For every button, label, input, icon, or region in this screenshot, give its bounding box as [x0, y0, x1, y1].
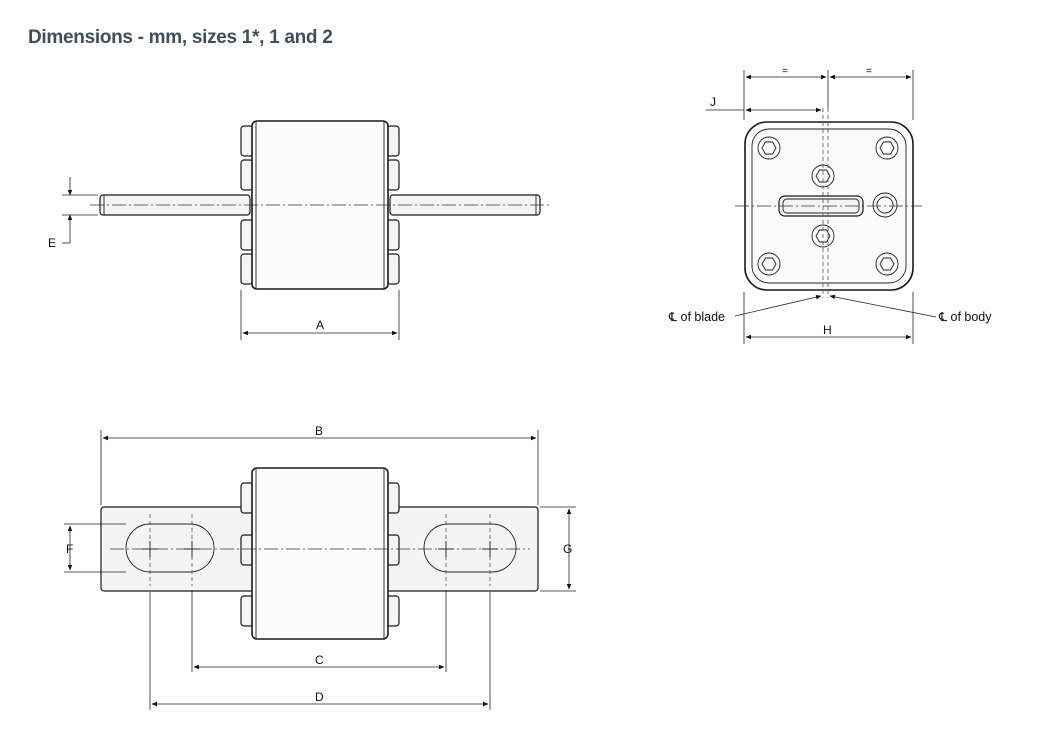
dim-label-equal-left: =: [782, 66, 788, 77]
mounting-slot-left: [125, 523, 215, 573]
dim-label-b: B: [315, 424, 323, 438]
indicator-icon: [872, 192, 898, 218]
dim-label-f: F: [66, 542, 73, 556]
page-title: Dimensions - mm, sizes 1*, 1 and 2: [28, 27, 333, 48]
end-view: = = J H ℄ of blade ℄ of body: [668, 66, 992, 344]
top-view: B F G C D: [64, 424, 576, 710]
mounting-slot-right: [423, 523, 517, 573]
top-fuse-body: [251, 467, 389, 640]
dim-label-d: D: [315, 690, 324, 704]
dim-label-a: A: [316, 318, 324, 332]
dim-label-g: G: [563, 542, 572, 556]
hex-screw-icon: [757, 136, 899, 276]
side-view: E A: [48, 120, 550, 340]
dim-label-e: E: [48, 236, 56, 250]
dim-label-c: C: [315, 653, 324, 667]
dim-label-h: H: [823, 323, 832, 337]
label-centerline-blade: ℄ of blade: [668, 310, 725, 324]
dim-label-j: J: [710, 95, 716, 109]
dim-label-equal-right: =: [866, 66, 872, 77]
label-centerline-body: ℄ of body: [938, 310, 992, 324]
